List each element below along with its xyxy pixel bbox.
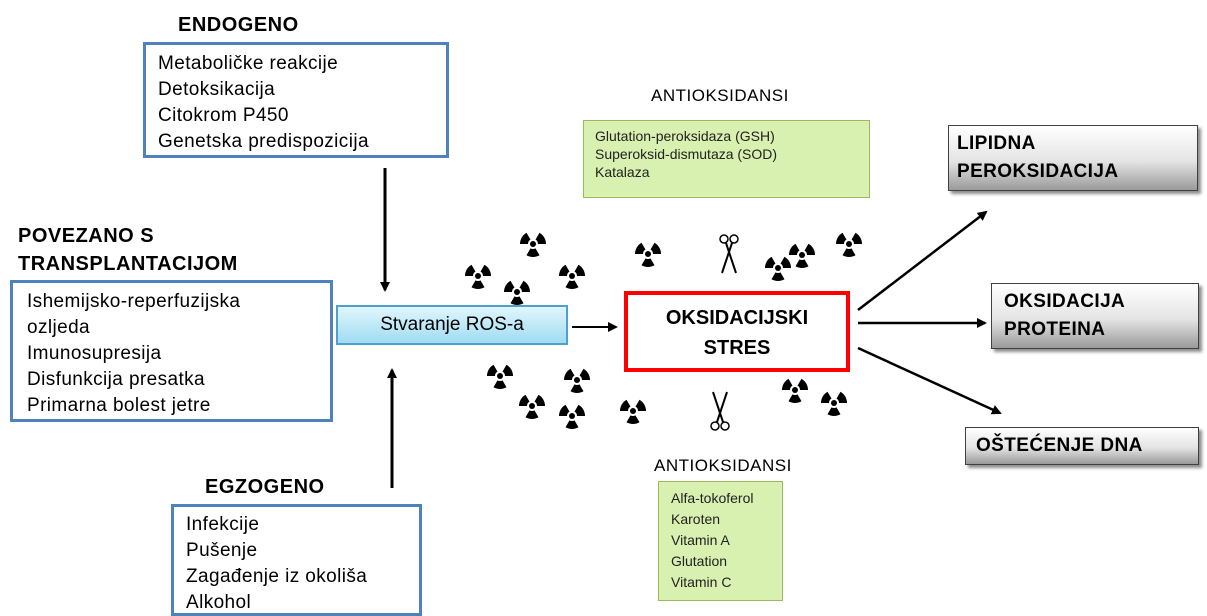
antioxidants-bottom-box: Alfa-tokoferol Karoten Vitamin A Glutati… [658,481,783,601]
outcome-lipid-peroxidation: LIPIDNA PEROKSIDACIJA [948,125,1198,191]
egzogeno-heading: EGZOGENO [205,476,325,498]
arrow-stres-to-dna [857,346,1002,415]
antioxidant-top-item: Glutation-peroksidaza (GSH) [595,128,775,144]
radiation-icon [616,399,646,428]
antioxidant-bottom-item: Alfa-tokoferol [671,490,754,506]
radiation-icon [500,280,530,309]
ros-generation-box: Stvaranje ROS-a [336,305,568,345]
antioxidant-bottom-item: Vitamin C [671,574,732,590]
radiation-icon [778,378,808,407]
egzogeno-item: Zagađenje iz okoliša [186,566,368,587]
antioxidant-top-item: Superoksid-dismutaza (SOD) [595,146,778,162]
outcome-lipid-line1: LIPIDNA [957,133,1036,154]
radiation-icon [555,404,585,433]
outcome-dna-damage: OŠTEĆENJE DNA [965,427,1199,465]
radiation-icon [817,391,847,420]
radiation-icon [516,232,546,261]
endogeno-box: Metaboličke reakcije Detoksikacija Citok… [143,42,449,158]
antioxidants-bottom-heading: ANTIOKSIDANSI [654,456,792,475]
endogeno-heading: ENDOGENO [178,14,299,36]
antioxidant-bottom-item: Karoten [671,511,721,527]
outcome-protein-line2: PROTEINA [1004,319,1106,340]
transplantacija-item: Primarna bolest jetre [27,395,211,416]
transplantacija-heading-line1: POVEZANO S [18,225,155,247]
outcome-dna-line1: OŠTEĆENJE DNA [976,435,1143,456]
arrow-stres-to-lipid [857,210,988,311]
transplantacija-heading-line2: TRANSPLANTACIJOM [18,253,238,275]
scissors-icon [710,391,730,431]
endogeno-item: Detoksikacija [158,79,276,100]
scissors-icon [719,234,739,274]
endogeno-item: Genetska predispozicija [158,131,369,152]
antioxidant-bottom-item: Vitamin A [671,532,730,548]
transplantacija-item: Ishemijsko-reperfuzijska [27,291,241,312]
antioxidants-top-heading: ANTIOKSIDANSI [651,86,789,105]
radiation-icon [515,394,545,423]
radiation-icon [560,368,590,397]
transplantacija-item: Disfunkcija presatka [27,369,206,390]
transplantacija-box: Ishemijsko-reperfuzijska ozljeda Imunosu… [10,280,333,422]
oxidative-stress-box: OKSIDACIJSKI STRES [624,291,850,372]
stres-line1: OKSIDACIJSKI [665,307,809,329]
radiation-icon [483,364,513,393]
endogeno-item: Metaboličke reakcije [158,53,339,74]
transplantacija-item: Imunosupresija [27,343,162,364]
outcome-protein-line1: OKSIDACIJA [1004,291,1126,312]
transplantacija-heading: POVEZANO S TRANSPLANTACIJOM [18,222,238,278]
radiation-icon [761,256,791,285]
transplantacija-item: ozljeda [27,317,91,338]
egzogeno-item: Alkohol [186,592,252,613]
radiation-icon [832,232,862,261]
radiation-icon [631,242,661,271]
radiation-icon [555,264,585,293]
egzogeno-box: Infekcije Pušenje Zagađenje iz okoliša A… [171,504,422,616]
outcome-protein-oxidation: OKSIDACIJA PROTEINA [991,283,1199,349]
egzogeno-item: Infekcije [186,514,260,535]
stres-line2: STRES [703,337,771,359]
antioxidants-top-box: Glutation-peroksidaza (GSH) Superoksid-d… [583,120,870,198]
endogeno-item: Citokrom P450 [158,105,289,126]
antioxidant-top-item: Katalaza [595,164,650,180]
outcome-lipid-line2: PEROKSIDACIJA [957,161,1119,182]
radiation-icon [461,264,491,293]
antioxidant-bottom-item: Glutation [671,553,728,569]
egzogeno-item: Pušenje [186,540,258,561]
